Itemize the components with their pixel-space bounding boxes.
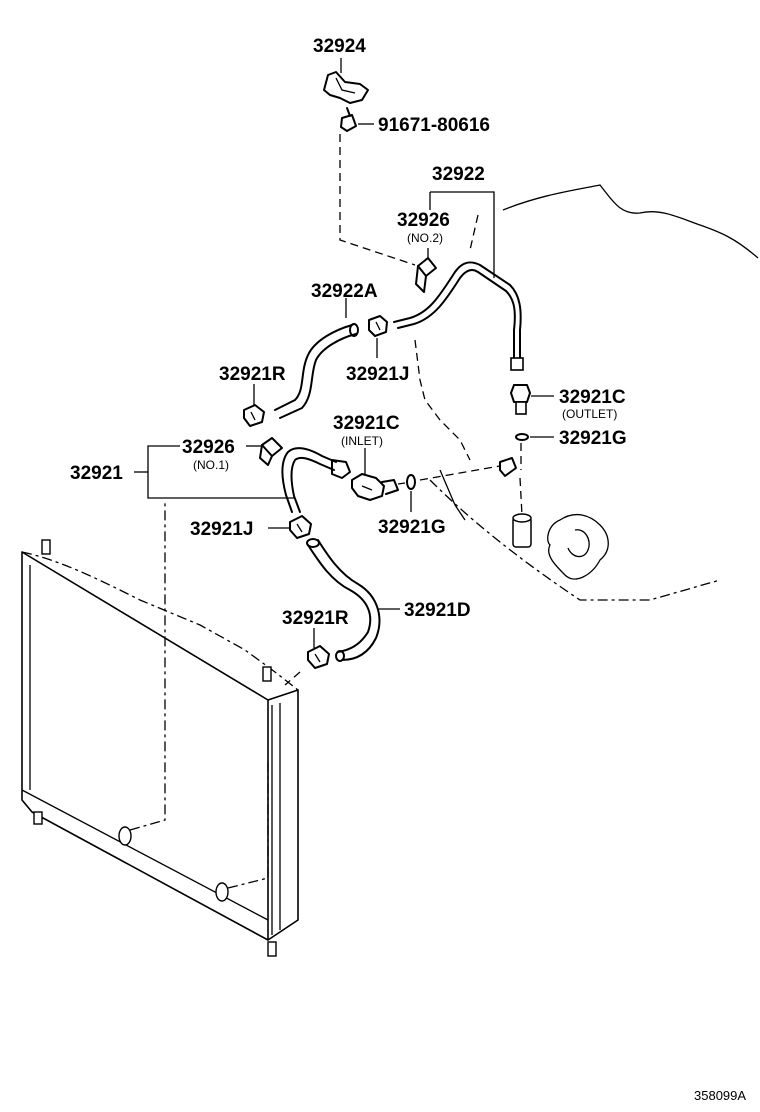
bracket-icon xyxy=(323,71,369,104)
leader-line xyxy=(397,482,406,485)
label-32921j-lower: 32921J xyxy=(190,519,253,540)
label-no1: (NO.1) xyxy=(193,458,229,472)
hose-protector-icon xyxy=(259,437,283,466)
label-32921c-inlet: 32921C xyxy=(333,413,400,434)
label-no2: (NO.2) xyxy=(407,231,443,245)
pipe-icon xyxy=(393,261,524,371)
label-32926-no1: 32926 xyxy=(182,437,235,458)
hose-protector-icon xyxy=(415,257,437,293)
group-bracket-32922 xyxy=(430,191,495,278)
gasket-icon xyxy=(515,433,529,441)
label-32921j-upper: 32921J xyxy=(346,364,409,385)
hose-clamp-icon xyxy=(243,404,265,427)
label-32921g-right: 32921G xyxy=(559,428,627,449)
label-32924: 32924 xyxy=(313,36,366,57)
leader-line xyxy=(419,465,501,481)
leader-line xyxy=(284,671,301,686)
radiator-icon xyxy=(21,500,299,957)
leader-line xyxy=(339,134,416,266)
hose-clamp-icon xyxy=(307,645,330,669)
hose-icon xyxy=(274,323,359,419)
union-fitting-icon xyxy=(499,457,517,477)
pipe-icon xyxy=(281,447,351,513)
leader-line xyxy=(469,214,479,251)
label-32921r-upper: 32921R xyxy=(219,364,286,385)
union-fitting-icon xyxy=(351,473,399,501)
label-32921d: 32921D xyxy=(404,600,471,621)
label-32922: 32922 xyxy=(432,164,485,185)
label-32921r-lower: 32921R xyxy=(282,608,349,629)
diagram-reference-code: 358099A xyxy=(694,1088,746,1103)
hose-clamp-icon xyxy=(289,515,312,539)
label-91671-80616: 91671-80616 xyxy=(378,115,490,136)
label-32921: 32921 xyxy=(70,463,123,484)
bolt-icon xyxy=(340,107,357,132)
label-32921g-lower: 32921G xyxy=(378,517,446,538)
gasket-icon xyxy=(406,474,416,490)
label-32926-no2: 32926 xyxy=(397,210,450,231)
label-32922a: 32922A xyxy=(311,281,378,302)
label-outlet: (OUTLET) xyxy=(562,407,617,421)
label-32921c-outlet: 32921C xyxy=(559,387,626,408)
label-inlet: (INLET) xyxy=(341,434,383,448)
transmission-case-icon xyxy=(414,184,759,601)
union-fitting-icon xyxy=(510,384,531,415)
hose-icon xyxy=(306,538,381,662)
hose-clamp-icon xyxy=(368,315,388,337)
